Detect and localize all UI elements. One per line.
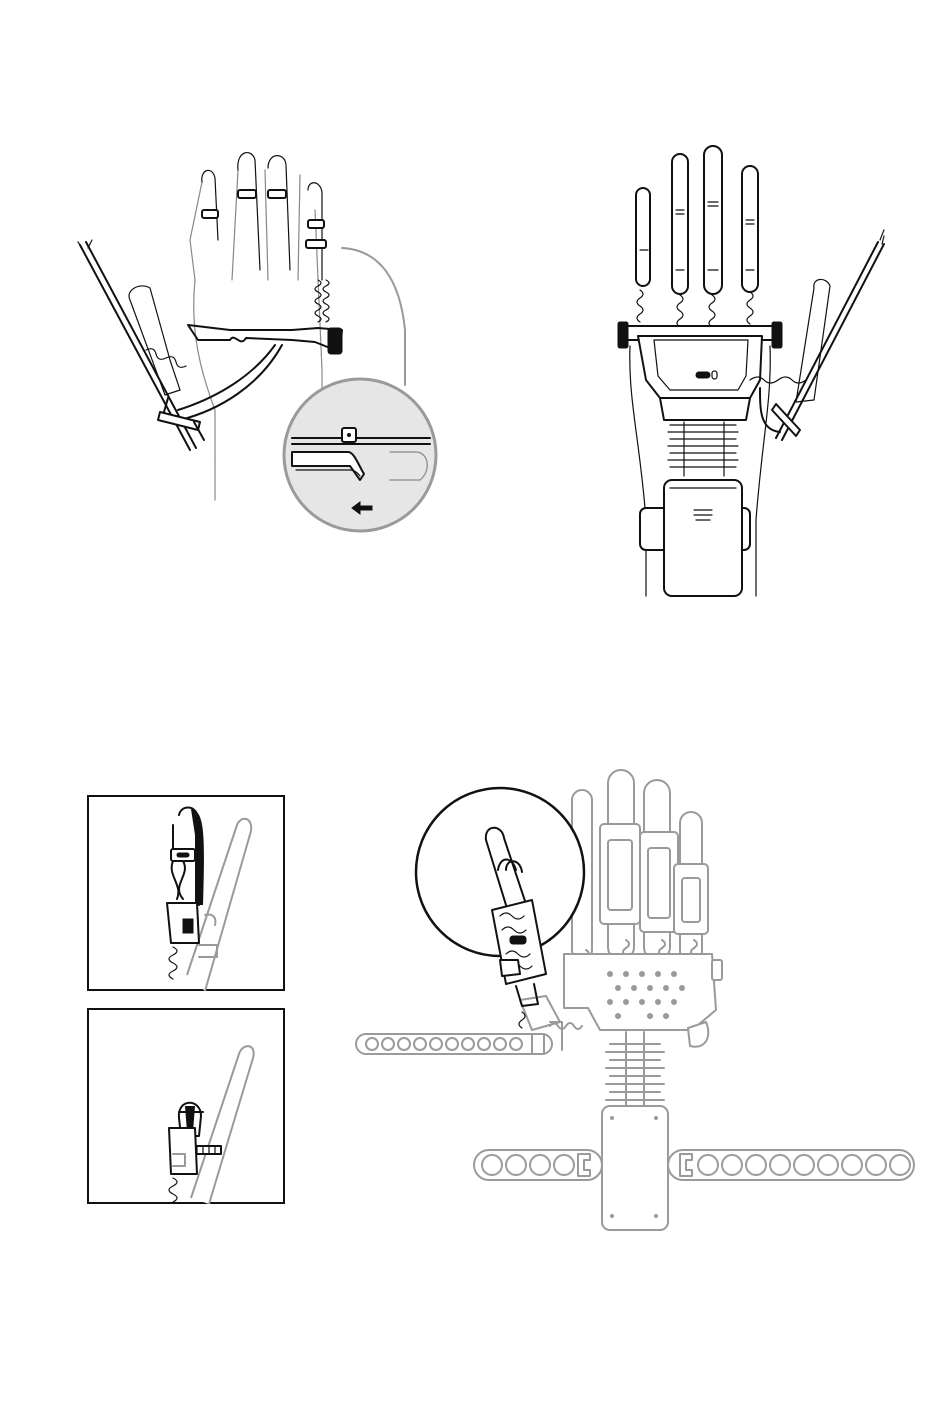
figure-detail-top bbox=[87, 795, 285, 991]
figure-palm-view bbox=[60, 130, 460, 550]
battery-pack bbox=[664, 480, 742, 596]
chain-strap-lower bbox=[474, 1150, 914, 1180]
base-plate bbox=[564, 954, 716, 1030]
strap-buckle bbox=[328, 328, 342, 354]
thumb-outline-right bbox=[796, 279, 830, 402]
finger-frames bbox=[572, 770, 708, 966]
indicator-led bbox=[696, 372, 710, 378]
exploded-frame-illustration bbox=[350, 760, 920, 1240]
detail-frame bbox=[88, 796, 284, 990]
thumb-rod-right bbox=[782, 244, 884, 440]
wrist-spring-exploded bbox=[606, 1032, 664, 1106]
back-view-illustration bbox=[600, 140, 900, 600]
finger-ring bbox=[268, 156, 290, 270]
zoom-callout-circle bbox=[416, 788, 584, 984]
figure-exploded-frame bbox=[350, 760, 920, 1240]
finger-springs bbox=[637, 290, 753, 327]
zoom-callout-circle bbox=[284, 379, 436, 531]
finger-middle bbox=[238, 153, 260, 270]
callout-leader bbox=[342, 248, 405, 385]
detail-bottom-illustration bbox=[87, 1008, 285, 1204]
detail-top-illustration bbox=[87, 795, 285, 991]
figure-back-view bbox=[600, 140, 900, 600]
finger-rails bbox=[636, 146, 758, 294]
finger-index bbox=[202, 170, 218, 240]
wrist-pack bbox=[602, 1106, 668, 1230]
thumb-outline bbox=[129, 286, 180, 395]
palm-view-illustration bbox=[60, 130, 460, 550]
palm-strap bbox=[188, 325, 342, 352]
wrist-spring bbox=[668, 422, 738, 476]
figure-detail-bottom bbox=[87, 1008, 285, 1204]
finger-little bbox=[308, 183, 322, 280]
